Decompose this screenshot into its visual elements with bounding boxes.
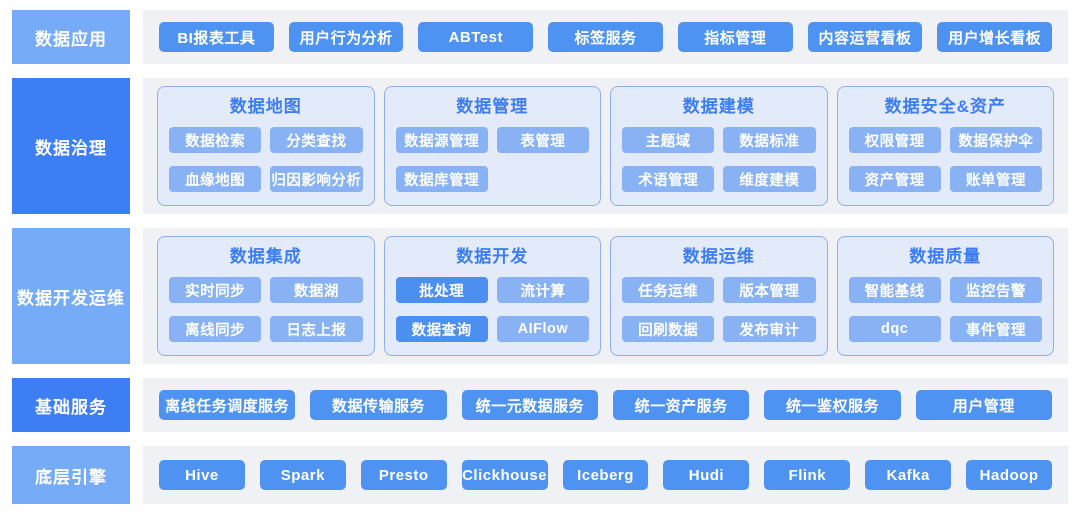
row-engines: 底层引擎 Hive Spark Presto Clickhouse Iceberg Hudi… [12,446,1068,504]
module-button[interactable]: 数据标准 [723,127,816,153]
module-button[interactable]: 离线同步 [169,316,262,342]
group-box-data-governance-1: 数据管理数据源管理表管理数据库管理 [383,86,601,206]
service-button[interactable]: Presto [360,460,447,490]
group-box-data-dev-ops-1: 数据开发批处理流计算数据查询 AIFlow [383,236,601,356]
module-button[interactable]: AIFlow [496,316,589,342]
row-content-data-governance: 数据地图数据检索分类查找血缘地图归因影响分析数据管理数据源管理表管理数据库管理数… [143,78,1068,214]
service-button[interactable]: Kafka [865,460,952,490]
service-button[interactable]: 用户管理 [915,390,1052,420]
group-box-data-governance-2: 数据建模主题域数据标准术语管理维度建模 [610,86,828,206]
service-button[interactable]: 指标管理 [677,22,793,52]
module-button[interactable]: 账单管理 [949,166,1042,192]
row-divider [130,378,143,432]
service-button[interactable]: 离线任务调度服务 [159,390,296,420]
module-button[interactable]: 数据库管理 [395,166,488,192]
module-button[interactable]: 数据检索 [169,127,262,153]
service-button[interactable]: Flink [764,460,851,490]
row-content-base-services: 离线任务调度服务数据传输服务统一元数据服务统一资产服务统一鉴权服务用户管理 [143,378,1068,432]
module-button[interactable]: 维度建模 [723,166,816,192]
service-button[interactable]: 数据传输服务 [310,390,447,420]
service-button[interactable]: BI报表工具 [159,22,274,52]
module-button[interactable]: 版本管理 [723,277,816,303]
group-title: 数据集成 [229,247,302,266]
group-box-data-governance-0: 数据地图数据检索分类查找血缘地图归因影响分析 [157,86,375,206]
module-button[interactable]: 回刷数据 [622,316,715,342]
module-button[interactable]: 发布审计 [723,316,816,342]
row-divider [130,10,143,64]
module-button[interactable]: 批处理 [395,277,488,303]
module-button[interactable]: 智能基线 [848,277,941,303]
row-divider [130,78,143,214]
module-button[interactable]: 事件管理 [949,316,1042,342]
module-button[interactable]: 日志上报 [270,316,363,342]
service-button[interactable]: 用户行为分析 [288,22,404,52]
group-title: 数据运维 [682,247,755,266]
service-button[interactable]: Hive [159,460,245,490]
group-items: 主题域数据标准术语管理维度建模 [622,127,816,192]
service-button[interactable]: Clickhouse [461,460,548,490]
group-items: 批处理流计算数据查询 AIFlow [395,277,589,342]
group-items: 数据检索分类查找血缘地图归因影响分析 [169,127,363,192]
group-box-data-governance-3: 数据安全&资产权限管理数据保护伞资产管理账单管理 [836,86,1054,206]
group-title: 数据开发 [456,247,529,266]
module-button[interactable]: 权限管理 [848,127,941,153]
service-button[interactable]: Iceberg [562,460,649,490]
module-button[interactable]: 实时同步 [169,277,262,303]
module-button[interactable]: dqc [848,316,941,342]
module-button[interactable]: 流计算 [496,277,589,303]
group-box-data-dev-ops-0: 数据集成实时同步数据湖离线同步日志上报 [157,236,375,356]
row-header-engines: 底层引擎 [12,446,130,504]
row-header-data-governance: 数据治理 [12,78,130,214]
group-title: 数据建模 [682,97,755,116]
row-header-data-application: 数据应用 [12,10,130,64]
module-button[interactable]: 任务运维 [622,277,715,303]
row-content-data-application: BI报表工具用户行为分析 ABTest 标签服务指标管理内容运营看板用户增长看板 [143,10,1068,64]
module-button[interactable]: 数据保护伞 [949,127,1042,153]
service-button[interactable]: 统一鉴权服务 [764,390,901,420]
row-header-data-dev-ops: 数据开发运维 [12,228,130,364]
module-button[interactable]: 表管理 [496,127,589,153]
module-button[interactable]: 数据湖 [270,277,363,303]
group-title: 数据地图 [229,97,302,116]
module-button[interactable]: 数据查询 [395,316,488,342]
row-header-base-services: 基础服务 [12,378,130,432]
row-divider [130,446,143,504]
service-button[interactable]: 内容运营看板 [807,22,923,52]
service-button[interactable]: Hudi [663,460,750,490]
group-items: 数据源管理表管理数据库管理 [395,127,589,192]
row-content-engines: Hive Spark Presto Clickhouse Iceberg Hudi Flin… [143,446,1068,504]
group-title: 数据管理 [456,97,529,116]
row-base-services: 基础服务离线任务调度服务数据传输服务统一元数据服务统一资产服务统一鉴权服务用户管… [12,378,1068,432]
row-data-governance: 数据治理数据地图数据检索分类查找血缘地图归因影响分析数据管理数据源管理表管理数据… [12,78,1068,214]
group-title: 数据质量 [909,247,982,266]
service-button[interactable]: ABTest [418,22,534,52]
group-items: 任务运维版本管理回刷数据发布审计 [622,277,816,342]
module-button[interactable]: 资产管理 [848,166,941,192]
module-button[interactable]: 数据源管理 [395,127,488,153]
group-box-data-dev-ops-2: 数据运维任务运维版本管理回刷数据发布审计 [610,236,828,356]
module-button[interactable]: 分类查找 [270,127,363,153]
row-divider [130,228,143,364]
module-button[interactable]: 归因影响分析 [270,166,363,192]
service-button[interactable]: Hadoop [966,460,1053,490]
service-button[interactable]: Spark [259,460,346,490]
group-items: 实时同步数据湖离线同步日志上报 [169,277,363,342]
module-button[interactable]: 主题域 [622,127,715,153]
group-box-data-dev-ops-3: 数据质量智能基线监控告警 dqc 事件管理 [836,236,1054,356]
row-data-application: 数据应用 BI报表工具用户行为分析 ABTest 标签服务指标管理内容运营看板用户增长… [12,10,1068,64]
service-button[interactable]: 统一资产服务 [612,390,750,420]
service-button[interactable]: 用户增长看板 [937,22,1053,52]
group-items: 智能基线监控告警 dqc 事件管理 [848,277,1042,342]
data-platform-diagram: 数据应用 BI报表工具用户行为分析 ABTest 标签服务指标管理内容运营看板用户增长… [12,10,1068,504]
module-button[interactable]: 监控告警 [949,277,1042,303]
group-items: 权限管理数据保护伞资产管理账单管理 [848,127,1042,192]
service-button[interactable]: 统一元数据服务 [461,390,598,420]
group-title: 数据安全&资产 [884,97,1006,116]
service-button[interactable]: 标签服务 [548,22,663,52]
module-button[interactable]: 术语管理 [622,166,715,192]
module-button[interactable]: 血缘地图 [169,166,262,192]
